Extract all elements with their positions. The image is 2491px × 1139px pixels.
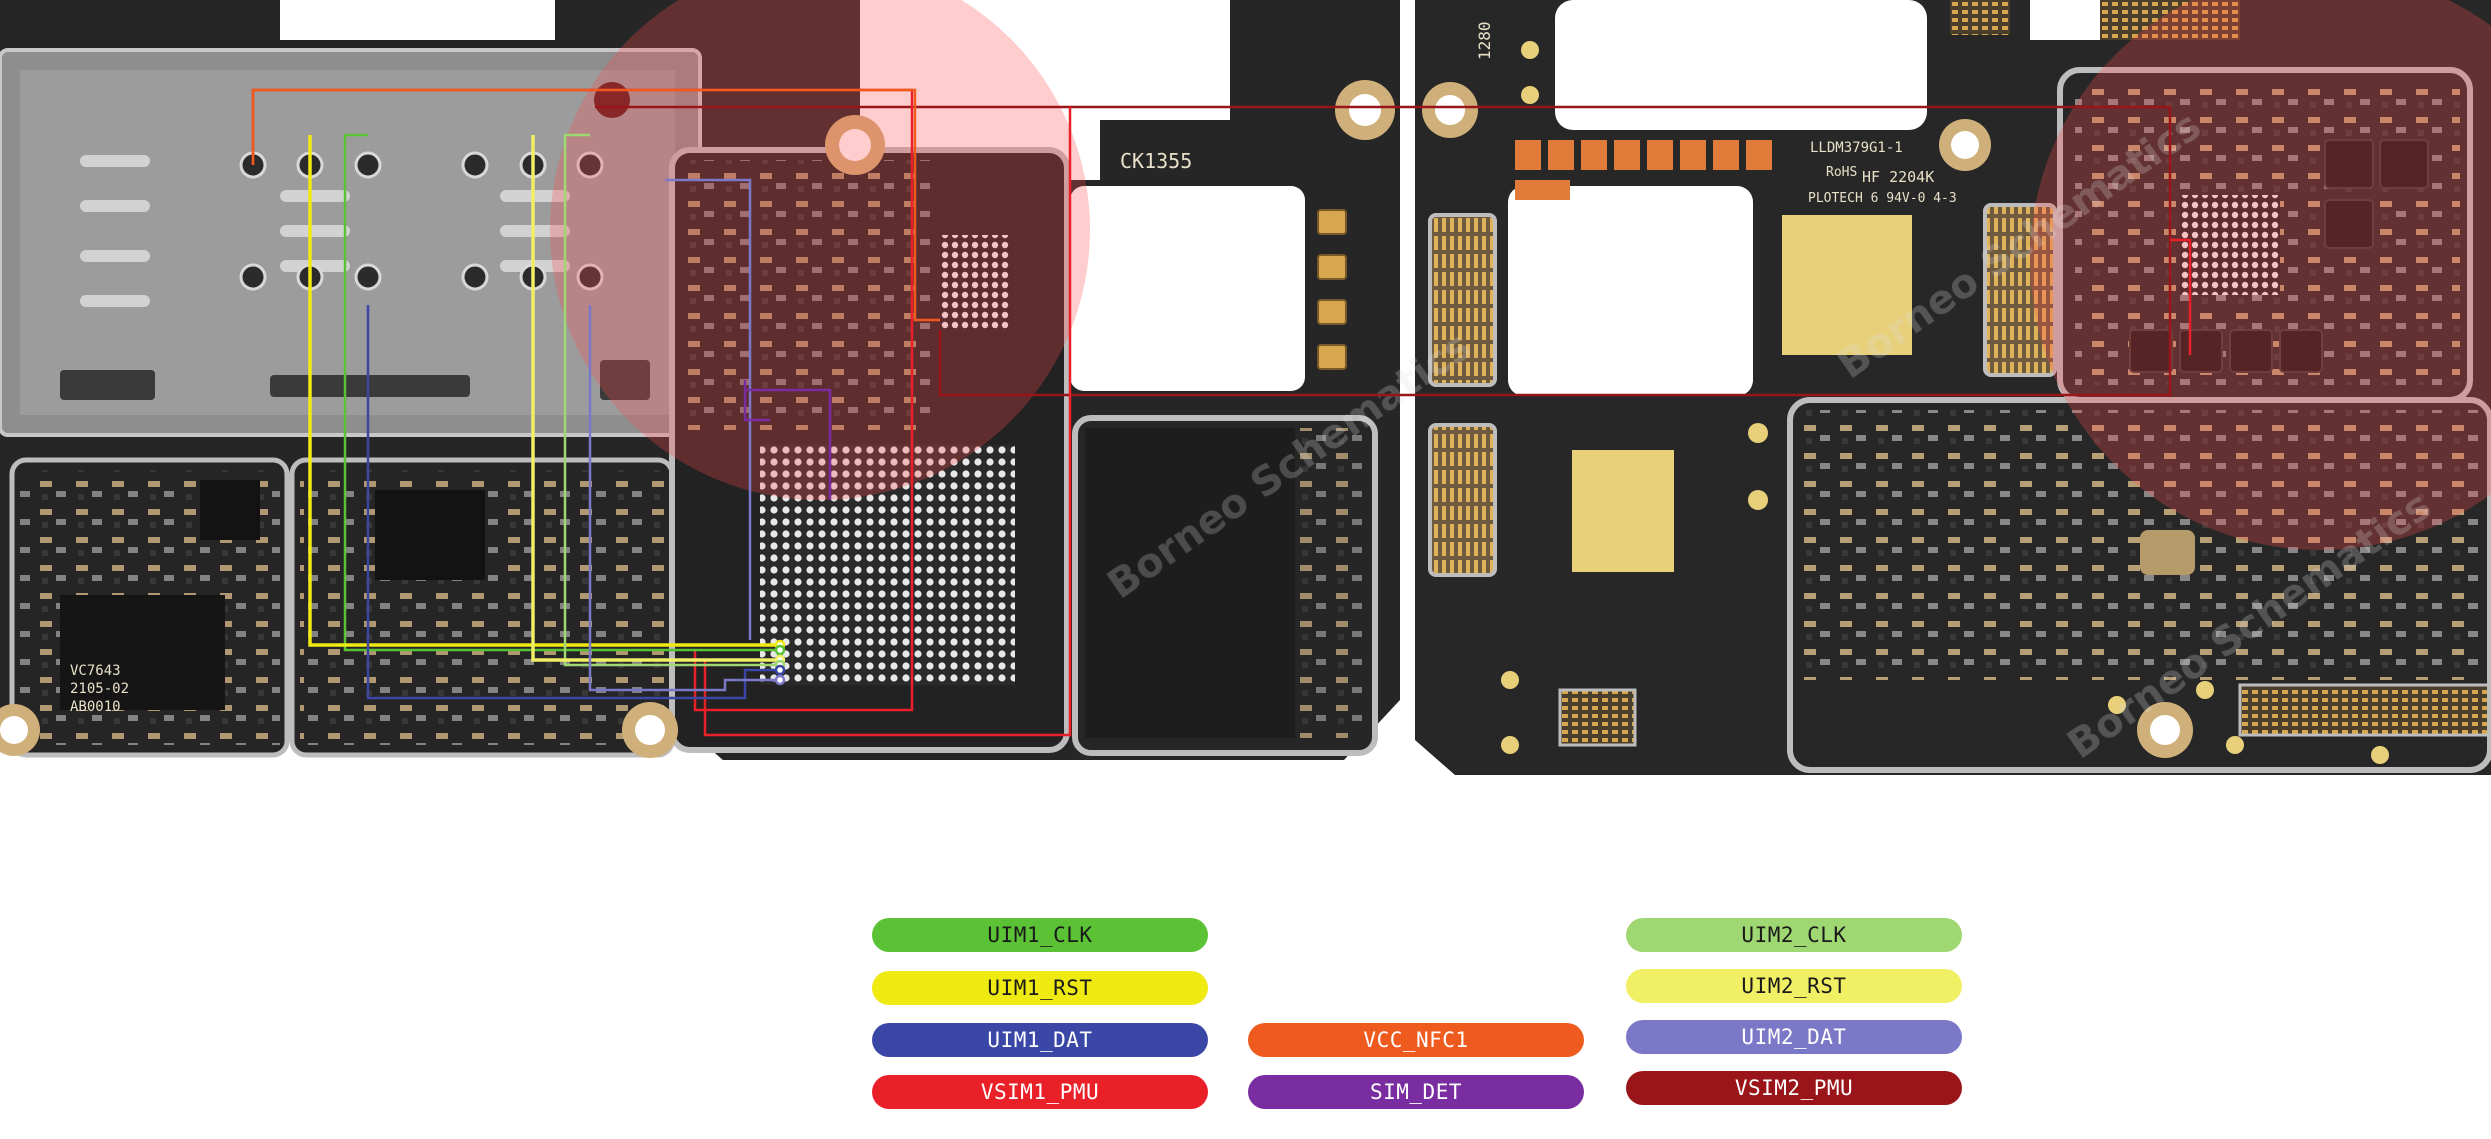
btb-connector-3 <box>1983 203 2057 377</box>
silk-ploteech: PLOTECH 6 94V-0 4-3 <box>1808 191 1957 206</box>
legend-label: UIM1_RST <box>987 976 1093 1000</box>
trace-uim2-clk <box>563 133 780 667</box>
silk-left-top-code: CK1355 <box>1120 149 1192 173</box>
silk-part-number: LLDM379G1-1 <box>1810 140 1903 156</box>
legend-item-uim2-clk: UIM2_CLK <box>1626 918 1962 952</box>
trace-sim-det <box>745 388 832 500</box>
test-points-right <box>1501 41 2389 764</box>
legend-label: UIM1_DAT <box>987 1028 1093 1052</box>
flex-connector-bottom <box>2238 683 2491 737</box>
chip-left-small <box>375 490 485 580</box>
trace-uim1-clk <box>343 133 780 652</box>
legend-label: UIM2_RST <box>1741 974 1847 998</box>
trace-vsim1-pmu-3 <box>2170 238 2192 355</box>
right-cutout-top-right <box>2030 0 2110 40</box>
sim-pads <box>239 151 604 291</box>
chip-marking-1: VC7643 <box>70 663 121 679</box>
trace-overlays <box>251 88 2192 737</box>
trace-uim2-dat-2 <box>665 178 752 640</box>
btb-connector-2 <box>1428 423 1497 577</box>
trace-uim1-dat <box>366 305 780 700</box>
edge-pads-left <box>1317 209 1347 370</box>
legend-item-sim-det: SIM_DET <box>1248 1075 1584 1109</box>
trace-endpoints <box>774 639 786 686</box>
chip-marking-3: AB0010 <box>70 699 121 715</box>
right-shield-2 <box>1787 397 2491 773</box>
legend-label: VSIM1_PMU <box>980 1080 1100 1104</box>
legend-item-uim1-dat: UIM1_DAT <box>872 1023 1208 1057</box>
pcb-board-photo: VC7643 2105-02 AB0010 CK1355 LLDM <box>0 0 2491 775</box>
left-cutout-top-right <box>885 0 1230 120</box>
chip-marking-2: 2105-02 <box>70 681 129 697</box>
legend-item-uim1-clk: UIM1_CLK <box>872 918 1208 952</box>
small-bga <box>940 235 1010 330</box>
silk-rohs: RoHS <box>1826 165 1857 180</box>
small-connector-bottom <box>1558 688 1637 747</box>
trace-uim2-dat <box>588 305 780 692</box>
legend-item-vsim1-pmu: VSIM1_PMU <box>872 1075 1208 1109</box>
silk-vertical-code: 1280 <box>1475 21 1494 60</box>
legend-label: VSIM2_PMU <box>1734 1076 1854 1100</box>
btb-connector-5 <box>1950 0 2010 35</box>
smd-field-cpu <box>682 160 932 430</box>
legend-item-uim2-dat: UIM2_DAT <box>1626 1020 1962 1054</box>
btb-connector-1 <box>1428 213 1497 387</box>
watermark-logo <box>550 0 2491 550</box>
legend-label: UIM1_CLK <box>987 923 1093 947</box>
left-cutout-camera <box>1070 186 1305 391</box>
trace-vcc-nfc1 <box>251 88 940 322</box>
btb-connector-4 <box>2100 0 2240 40</box>
power-inductors <box>2129 139 2429 373</box>
memory-chip <box>1085 428 1295 738</box>
gold-pad-top <box>1782 215 1912 355</box>
right-cutout-window <box>1508 186 1753 396</box>
right-cutout-top <box>1555 0 1927 130</box>
legend-label: UIM2_CLK <box>1741 923 1847 947</box>
pcb-board-svg: VC7643 2105-02 AB0010 CK1355 LLDM <box>0 0 2491 775</box>
trace-uim1-rst <box>308 135 780 647</box>
trace-uim2-rst <box>531 135 780 662</box>
crystal <box>2140 530 2195 575</box>
mount-holes-left <box>0 80 1395 758</box>
smd-field-memory <box>1300 428 1365 738</box>
gold-pad-bottom <box>1572 450 1674 572</box>
trace-sim-det-2 <box>743 380 770 422</box>
legend-item-vsim2-pmu: VSIM2_PMU <box>1626 1071 1962 1105</box>
legend-label: UIM2_DAT <box>1741 1025 1847 1049</box>
chip-left-small-2 <box>200 480 260 540</box>
orange-pad-row <box>1515 140 1772 200</box>
mount-holes-right <box>1422 82 2193 758</box>
trace-vsim2-pmu <box>595 105 2172 397</box>
legend-item-vcc-nfc1: VCC_NFC1 <box>1248 1023 1584 1057</box>
legend-label: VCC_NFC1 <box>1363 1028 1469 1052</box>
right-bga <box>2180 195 2280 295</box>
legend-item-uim2-rst: UIM2_RST <box>1626 969 1962 1003</box>
cpu-bga <box>760 445 1015 685</box>
left-cutout-top <box>280 0 555 40</box>
silk-hf-date: HF 2204K <box>1862 168 1934 186</box>
pmic-chip <box>60 595 225 710</box>
legend-item-uim1-rst: UIM1_RST <box>872 971 1208 1005</box>
legend-label: SIM_DET <box>1369 1080 1462 1104</box>
